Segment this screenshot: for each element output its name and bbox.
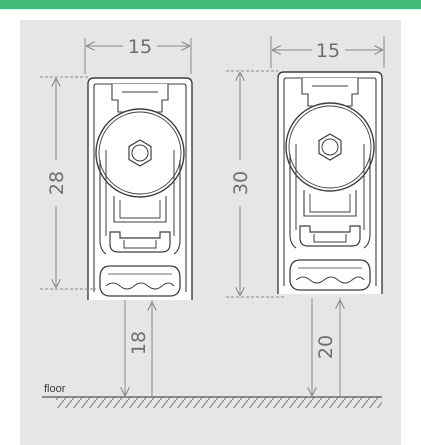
accent-bar [0,0,421,9]
floor-hatching [56,397,382,408]
floor-label: floor [44,383,66,395]
left-width-dimension: 15 [84,36,192,74]
right-seal-profile [277,71,383,295]
left-height-dimension: 28 [40,76,96,290]
right-drop-dimension: 20 [312,298,340,396]
left-seal-profile [87,77,193,301]
right-height-label: 30 [230,171,252,195]
right-width-label: 15 [316,40,340,62]
left-height-label: 28 [46,171,68,195]
left-width-label: 15 [128,36,152,58]
right-width-dimension: 15 [270,36,385,68]
left-drop-label: 18 [128,331,150,355]
right-drop-label: 20 [315,335,337,359]
right-height-dimension: 30 [226,70,286,298]
floor: floor [42,383,382,408]
left-drop-dimension: 18 [125,300,152,396]
